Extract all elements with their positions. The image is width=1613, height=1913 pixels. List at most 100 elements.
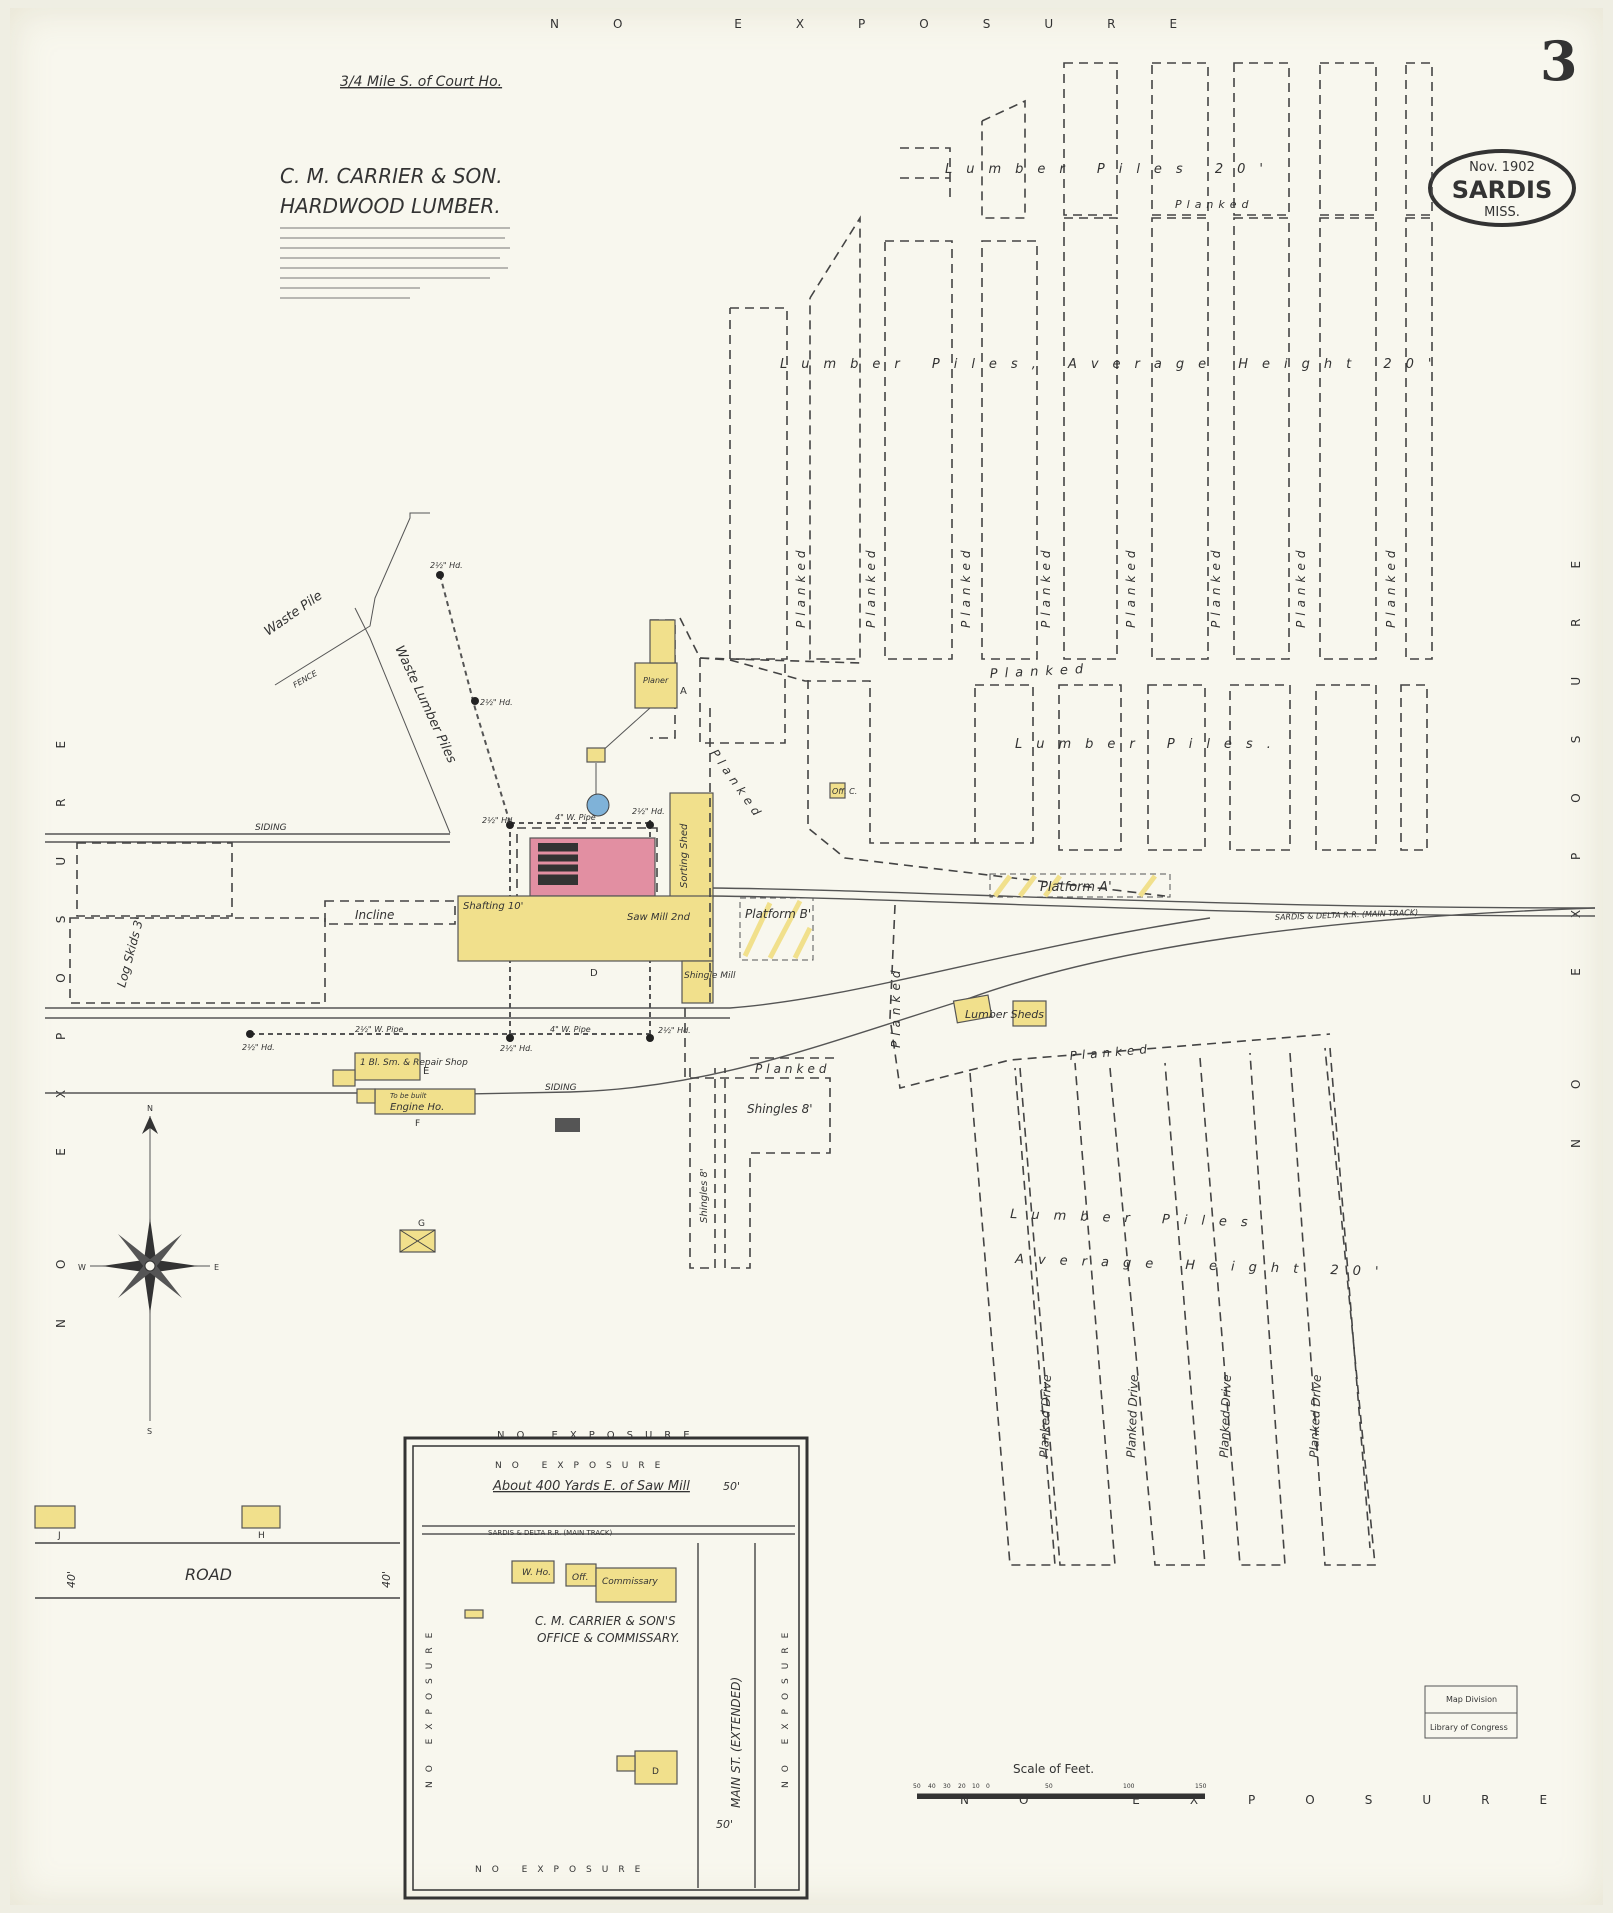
waste-pile-label: Waste Pile xyxy=(262,588,326,639)
lumber-piles-south-label: Lumber Piles xyxy=(1010,1207,1262,1231)
hydrant xyxy=(646,1034,654,1042)
inset-width-50b: 50' xyxy=(716,1818,733,1831)
platform-b-label: Platform B' xyxy=(745,907,811,921)
inset-track-label: SARDIS & DELTA R.R. (MAIN TRACK) xyxy=(488,1529,613,1537)
lumber-shed-east xyxy=(1012,1000,1047,1027)
planked-diag-label: Planked xyxy=(708,747,767,823)
inset-small-shed xyxy=(464,1609,484,1619)
inset-commissary xyxy=(595,1567,677,1603)
distance-note: 3/4 Mile S. of Court Ho. xyxy=(340,74,502,90)
blacksmith-label: 1 Bl. Sm. & Repair Shop xyxy=(360,1058,468,1068)
siding-label-bottom: SIDING xyxy=(545,1083,577,1093)
planked-vert-label-1: Planked xyxy=(794,546,808,628)
platform-a-label: Platform A' xyxy=(1040,880,1112,895)
company-name: C. M. CARRIER & SON. xyxy=(280,164,503,188)
seal-town: SARDIS xyxy=(1452,176,1552,204)
inset-w-ho-label: W. Ho. xyxy=(522,1568,551,1578)
inset-no-exposure-right: NO EXPOSURE xyxy=(781,1624,791,1788)
lumber-yard-south xyxy=(889,904,1376,1566)
library-stamp: Map Division Library of Congress xyxy=(1424,1685,1518,1739)
water-tank xyxy=(586,793,610,817)
hydrant-label: 2½" Hd. xyxy=(430,561,463,570)
inset-main-st: MAIN ST. (EXTENDED) xyxy=(729,1677,743,1808)
scale-tick: 150 xyxy=(1195,1783,1207,1790)
inset-warehouse xyxy=(511,1560,555,1584)
inset-title: About 400 Yards E. of Saw Mill xyxy=(492,1479,690,1494)
bldg-letter-b: B xyxy=(570,842,577,853)
bldg-letter-d: D xyxy=(590,968,598,979)
siding-label-top: SIDING xyxy=(255,823,287,833)
compass-rose: N S E W xyxy=(78,1104,219,1436)
log-skids-area xyxy=(69,842,456,1004)
hydrant-label: 2½" Hd. xyxy=(480,698,513,707)
stamp-line-1: Map Division xyxy=(1446,1695,1497,1704)
sorting-shed xyxy=(669,792,714,899)
inset-no-exposure-top: NO EXPOSURE xyxy=(497,1430,702,1441)
inset-panel: NO EXPOSURE NO EXPOSURE NO EXPOSURE NO E… xyxy=(403,1430,809,1900)
average-height-label: Average Height 20' xyxy=(1014,1252,1393,1280)
planked-north-label: Planked xyxy=(1175,198,1254,211)
planked-vert-label-5: Planked xyxy=(1124,546,1138,628)
pipe-label: 4" W. Pipe xyxy=(550,1025,591,1034)
inset-off-label: Off. xyxy=(572,1573,588,1583)
hydrant-label: 2½" Hd. xyxy=(658,1026,691,1035)
log-skids-label: Log Skids 3' xyxy=(114,916,146,989)
engine-house xyxy=(374,1088,476,1115)
lumber-sheds-label: Lumber Sheds xyxy=(965,1008,1044,1021)
planked-vert-label-8: Planked xyxy=(1384,546,1398,628)
building-j xyxy=(34,1505,76,1529)
scale-tick: 50 xyxy=(1045,1783,1053,1790)
office-c xyxy=(829,782,846,799)
to-be-built-label: To be built xyxy=(390,1092,427,1100)
scale-tick: 100 xyxy=(1123,1783,1135,1790)
scale-of-feet: Scale of Feet. 50 40 30 20 10 0 50 100 1… xyxy=(913,1762,1207,1799)
inset-no-exposure-bottom: NO EXPOSURE xyxy=(475,1865,650,1875)
shingles-vertical-label: Shingles 8' xyxy=(699,1168,710,1223)
road-width-east: 40' xyxy=(380,1571,393,1588)
belt-line xyxy=(599,707,651,754)
hydrant xyxy=(506,821,514,829)
seal-state: MISS. xyxy=(1484,205,1520,220)
well-house xyxy=(586,747,606,763)
planked-vert-label-2: Planked xyxy=(864,546,878,628)
planked-drive-1: Planked Drive xyxy=(1037,1374,1054,1458)
lumber-piles-avg-label: Lumber Piles, Average Height 20' xyxy=(780,357,1445,372)
company-business: HARDWOOD LUMBER. xyxy=(280,194,501,218)
inset-no-exposure-left: NO EXPOSURE xyxy=(425,1624,435,1788)
shingle-mill-label: Shingle Mill xyxy=(684,971,736,981)
railroad-tracks xyxy=(45,833,1596,1097)
compass-w: W xyxy=(78,1263,86,1272)
shingle-yard xyxy=(684,708,840,1269)
lumber-yard-north xyxy=(679,62,1433,897)
planked-drive-3: Planked Drive xyxy=(1217,1374,1234,1458)
small-dark-shed xyxy=(555,1118,580,1132)
shafting-label: Shafting 10' xyxy=(463,901,523,912)
road-width-west: 40' xyxy=(65,1571,78,1588)
lumber-piles-north-label: Lumber Piles 20' xyxy=(945,162,1277,177)
inset-dwelling xyxy=(634,1750,678,1785)
inset-caption-2: OFFICE & COMMISSARY. xyxy=(537,1631,680,1645)
planked-south-label: Planked xyxy=(1069,1042,1152,1063)
sorting-shed-label: Sorting Shed xyxy=(679,823,690,888)
bldg-letter-a: A xyxy=(680,686,687,697)
no-exposure-right: NO EXPOSURE xyxy=(1569,511,1583,1148)
planked-mid-label: Planked xyxy=(989,662,1090,682)
platform-b xyxy=(739,897,814,961)
engine-house-label: Engine Ho. xyxy=(390,1102,444,1113)
pipe-label: 4" W. Pipe xyxy=(555,813,596,822)
lumber-piles-mid-label: Lumber Piles. xyxy=(1015,737,1285,752)
waste-lumber-piles-label: Waste Lumber Piles xyxy=(391,643,459,765)
company-fine-print xyxy=(280,227,510,299)
hydrant xyxy=(646,821,654,829)
planer-building xyxy=(634,662,678,709)
scale-tick: 20 xyxy=(958,1783,966,1790)
planked-near-track-label: Planked xyxy=(889,966,903,1048)
bldg-letter-e: E xyxy=(423,1066,429,1077)
scale-tick: 0 xyxy=(986,1783,990,1790)
sheet-number: 3 xyxy=(1540,29,1578,93)
bldg-letter-j: J xyxy=(57,1531,61,1541)
compass-e: E xyxy=(214,1263,219,1272)
road-label: ROAD xyxy=(185,1565,232,1584)
inset-caption-1: C. M. CARRIER & SON'S xyxy=(535,1614,676,1628)
inset-no-exposure-inner: NO EXPOSURE xyxy=(495,1461,670,1471)
